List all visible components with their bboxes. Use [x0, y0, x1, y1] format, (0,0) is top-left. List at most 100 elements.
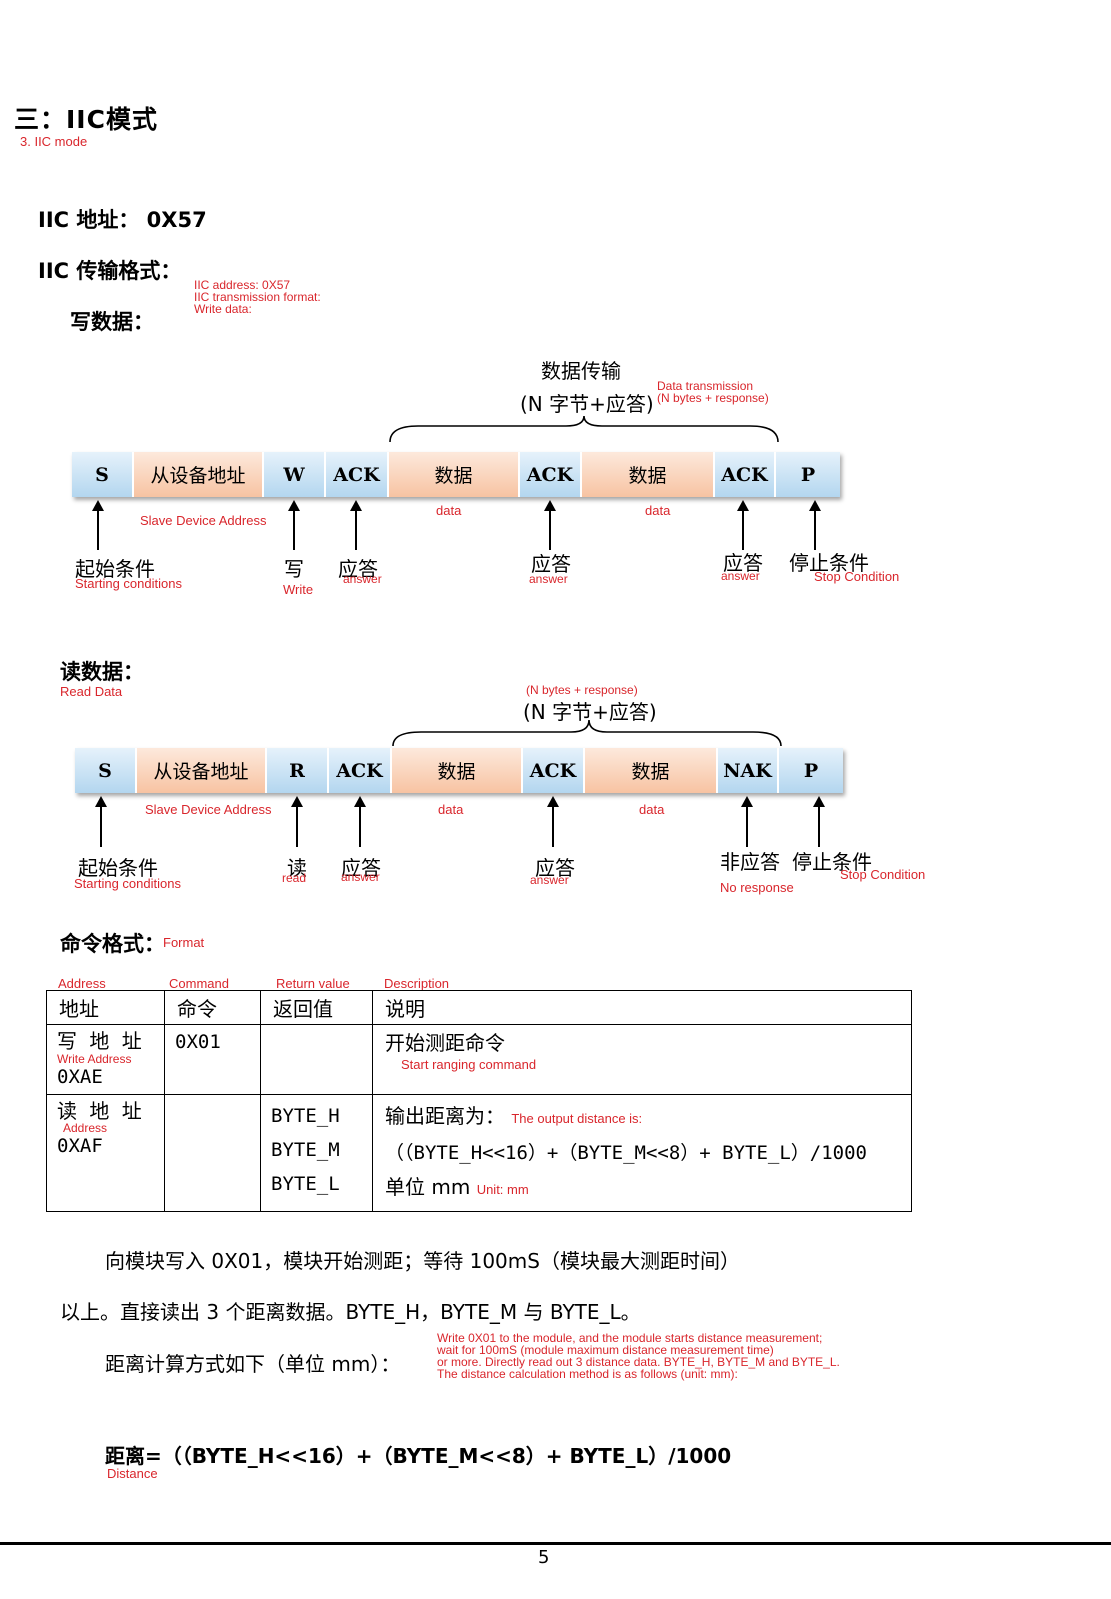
- distance-formula-en: Distance: [107, 1466, 158, 1481]
- label-nak: 非应答: [720, 850, 780, 874]
- body-en-1: Write 0X01 to the module, and the module…: [437, 1331, 823, 1345]
- cell-data: 数据: [582, 452, 715, 497]
- cell-ack: ACK: [329, 748, 392, 793]
- desc-unit: 单位 mm: [385, 1175, 471, 1199]
- cell-command: 0X01: [164, 1024, 261, 1095]
- write-frame: S 从设备地址 W ACK 数据 ACK 数据 ACK P: [72, 452, 840, 497]
- body-en-2: wait for 100mS (module maximum distance …: [437, 1343, 774, 1357]
- command-title-en: Format: [163, 935, 205, 950]
- write-brace: [389, 415, 779, 443]
- command-table: 地址 命令 返回值 说明 写 地 址 Write Address 0XAE 0X…: [46, 990, 912, 1212]
- cell-slave-address: 从设备地址: [137, 748, 267, 793]
- read-address-value: 0XAF: [57, 1135, 103, 1157]
- cell-description: 开始测距命令 Start ranging command: [372, 1024, 912, 1095]
- paragraph-3: 距离计算方式如下（单位 mm）：: [105, 1352, 401, 1376]
- iic-address: IIC 地址： 0X57: [38, 208, 207, 232]
- label-ack-en: answer: [341, 870, 380, 884]
- read-transfer-en: (N bytes + response): [526, 683, 638, 697]
- arrow-up-icon: [736, 500, 750, 550]
- arrow-up-icon: [808, 500, 822, 550]
- iic-format: IIC 传输格式：: [38, 259, 182, 283]
- header-en-address: Address: [58, 976, 106, 991]
- label-ack: 应答: [341, 856, 381, 880]
- label-write-en: Write: [283, 582, 314, 597]
- label-read: 读: [287, 856, 307, 880]
- data-en: data: [639, 802, 665, 817]
- body-en-4: The distance calculation method is as fo…: [437, 1367, 738, 1381]
- write-address-label: 写 地 址: [57, 1029, 145, 1053]
- cell-address: 读 地 址 Address 0XAF: [46, 1094, 165, 1212]
- cell-command: [164, 1094, 261, 1212]
- label-ack-en: answer: [530, 873, 569, 887]
- label-start-en: Starting conditions: [74, 876, 181, 891]
- footer-divider: [0, 1542, 1111, 1545]
- arrow-up-icon: [349, 500, 363, 550]
- write-address-en: Write Address: [57, 1052, 132, 1066]
- cell-ack: ACK: [326, 452, 389, 497]
- cell-data: 数据: [585, 748, 718, 793]
- header-en-return: Return value: [276, 976, 350, 991]
- arrow-up-icon: [287, 500, 301, 550]
- cell-ack: ACK: [520, 452, 582, 497]
- page-title-en: 3. IIC mode: [20, 134, 88, 149]
- label-ack-en: answer: [343, 572, 382, 586]
- desc-formula: （（BYTE_H<<16）+（BYTE_M<<8）+ BYTE_L）/1000: [385, 1142, 867, 1164]
- cell-ack: ACK: [523, 748, 585, 793]
- write-data-title: 写数据：: [70, 310, 154, 334]
- info-en-1: IIC address: 0X57: [194, 278, 291, 292]
- desc-unit-en: Unit: mm: [476, 1182, 529, 1197]
- page-number: 5: [538, 1547, 550, 1568]
- cell-start: S: [75, 748, 137, 793]
- info-en-2: IIC transmission format:: [194, 290, 321, 304]
- label-ack: 应答: [531, 552, 571, 576]
- label-read-en: read: [282, 871, 307, 885]
- page-title: 三：IIC模式: [14, 105, 158, 134]
- label-nak-en: No response: [720, 880, 794, 895]
- label-stop-en: Stop Condition: [840, 867, 926, 882]
- arrow-up-icon: [546, 796, 560, 847]
- cell-address: 写 地 址 Write Address 0XAE: [46, 1024, 165, 1095]
- body-en-3: or more. Directly read out 3 distance da…: [437, 1355, 840, 1369]
- read-transfer-sub: (N 字节+应答): [523, 700, 657, 724]
- table-row: 写 地 址 Write Address 0XAE 0X01 开始测距命令 Sta…: [46, 1024, 912, 1095]
- arrow-up-icon: [94, 796, 108, 847]
- transfer-label: 数据传输: [541, 359, 621, 383]
- desc-start-ranging: 开始测距命令: [385, 1031, 505, 1055]
- label-ack: 应答: [723, 551, 763, 575]
- label-stop: 停止条件: [789, 551, 869, 575]
- table-row: 读 地 址 Address 0XAF BYTE_H BYTE_M BYTE_L …: [46, 1094, 912, 1212]
- cell-description: 输出距离为： The output distance is: （（BYTE_H<…: [372, 1094, 912, 1212]
- read-data-title: 读数据：: [60, 660, 144, 684]
- header-en-description: Description: [384, 976, 450, 991]
- return-byte-h: BYTE_H: [271, 1105, 340, 1127]
- cell-stop: P: [776, 452, 840, 497]
- header-en-command: Command: [169, 976, 229, 991]
- cell-data: 数据: [389, 452, 520, 497]
- read-slave-address-en: Slave Device Address: [145, 802, 272, 817]
- command-title: 命令格式：: [60, 932, 165, 956]
- label-start: 起始条件: [75, 557, 155, 581]
- cell-return: [260, 1024, 373, 1095]
- arrow-up-icon: [91, 500, 105, 550]
- data-en: data: [645, 503, 671, 518]
- distance-formula: 距离=（（BYTE_H<<16）+（BYTE_M<<8）+ BYTE_L）/10…: [105, 1444, 732, 1468]
- header-address: 地址: [46, 990, 165, 1025]
- arrow-up-icon: [740, 796, 754, 847]
- slave-address-en: Slave Device Address: [140, 513, 267, 528]
- label-ack: 应答: [338, 557, 378, 581]
- label-start-en: Starting conditions: [75, 576, 182, 591]
- label-stop-en: Stop Condition: [814, 569, 900, 584]
- return-byte-l: BYTE_L: [271, 1173, 340, 1195]
- cell-data: 数据: [392, 748, 523, 793]
- arrow-up-icon: [353, 796, 367, 847]
- desc-start-ranging-en: Start ranging command: [401, 1057, 537, 1072]
- cell-ack: ACK: [715, 452, 776, 497]
- header-command: 命令: [164, 990, 261, 1025]
- return-byte-m: BYTE_M: [271, 1139, 340, 1161]
- desc-output: 输出距离为：: [385, 1104, 505, 1128]
- header-description: 说明: [372, 990, 912, 1025]
- paragraph-1: 向模块写入 0X01，模块开始测距；等待 100mS（模块最大测距时间）: [105, 1249, 740, 1273]
- cell-read: R: [267, 748, 329, 793]
- data-en: data: [438, 802, 464, 817]
- read-address-en: Address: [63, 1121, 108, 1135]
